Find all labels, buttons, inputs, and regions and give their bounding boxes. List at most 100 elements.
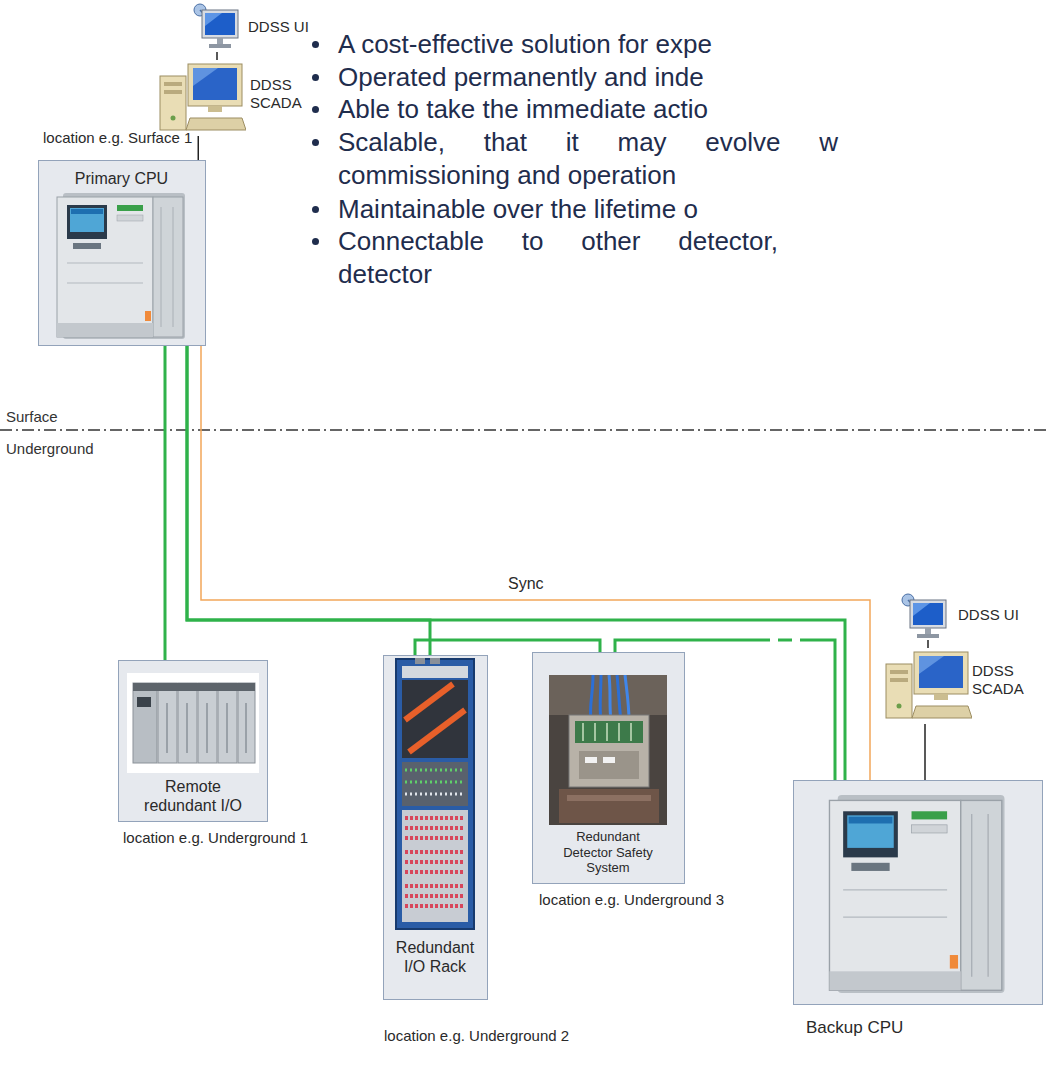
rack-picture-part [405,904,465,908]
safety-system-picture-part [590,675,593,721]
network-cable [924,724,926,780]
computer-icon-part [188,64,242,106]
safety-system-picture-part [575,721,643,743]
computer-icon-part [919,656,944,674]
plc-cpu-picture-part [851,863,889,871]
monitor-icon-part [209,44,231,48]
io-box: Remote redundant I/Olocation e.g. Underg… [118,660,268,822]
computer-icon-part [897,704,902,709]
plc-cpu-picture-part [950,955,958,969]
rack-picture-part [405,793,465,796]
monitor-icon-part [205,13,235,35]
rack-picture-part [405,894,465,898]
computer-icon [884,650,972,722]
location-label: location e.g. Surface 1 [43,129,192,147]
rack-picture-part [405,769,465,772]
remote-io-picture [127,673,259,773]
remote-io-picture-part [137,697,151,707]
monitor-icon [900,592,950,642]
computer-icon-part [193,68,237,100]
safety-system-picture-part [549,675,667,825]
node-title: Backup CPU [806,1018,903,1038]
node-title: Redundant Detector Safety System [551,829,665,876]
bullet-dot [312,74,319,81]
node-title: Remote redundant I/O [132,777,254,815]
computer-icon-part [890,670,908,674]
plc-cpu-picture [53,193,189,339]
safety-system-picture-part [603,757,615,763]
fieldbus-line [164,346,167,660]
cpu-box: Backup CPU [793,780,1043,1005]
bullet-dot [312,41,319,48]
plc-cpu-picture-part [57,323,153,337]
bullet-text: Able to take the immediate actio [338,93,708,126]
bullet-dot [312,206,319,213]
rack-picture-part [402,762,468,806]
ui-workstation: DDSS UI [900,592,1040,640]
rack-picture-part [402,680,468,758]
bullet-text: Scalable, that it may evolve w commissio… [338,126,838,192]
plc-cpu-picture-part [57,197,153,337]
zone-label: Underground [6,440,94,458]
bullet-dot [312,238,319,245]
plc-cpu-picture-part [67,263,143,264]
scada-computer: DDSS SCADA [884,648,1042,724]
remote-io-picture-part [226,703,228,753]
rack-box: Redundant I/O Racklocation e.g. Undergro… [383,655,488,1000]
plc-cpu-picture-part [173,207,174,327]
rack-picture-part [430,658,440,664]
network-cable [216,52,218,60]
bullet-text: Connectable to other detector, detector [338,225,778,291]
node-title: DDSS UI [248,18,314,36]
computer-icon-part [171,116,176,121]
rack-picture-part [402,810,468,922]
computer-icon-part [160,76,186,130]
safety-system-picture-part [549,675,667,715]
safety-system-picture-part [594,723,596,741]
plc-cpu-picture-part [843,811,898,857]
fieldbus-line [187,346,845,780]
rack-picture [395,658,475,930]
remote-io-picture-part [158,683,177,763]
surface-boundary-line [0,429,1050,431]
fieldbus-line [187,346,430,655]
rack-picture-part [409,710,465,752]
computer-icon-part [208,106,222,112]
safety-system-picture [549,675,667,825]
computer-icon-part [912,706,972,718]
plc-cpu-picture-part [153,197,183,337]
location-label: location e.g. Underground 2 [384,1027,569,1045]
plc-cpu-picture-part [987,814,988,977]
plc-cpu-picture-part [843,916,947,917]
dashed-line-gap [792,636,800,644]
safety-system-picture-part [625,675,629,721]
computer-icon-part [886,664,912,718]
safety-system-picture-part [609,675,611,721]
plc-cpu-picture-part [829,800,960,990]
remote-io-picture-part [127,673,259,773]
safety-system-picture-part [559,789,659,823]
plc-cpu-picture-part [971,814,972,977]
plc-cpu-picture-part [843,889,947,890]
plc-cpu-picture-part [73,243,101,249]
safety-system-picture-part [582,723,584,741]
location-label: location e.g. Underground 3 [539,891,724,909]
safety-system-box: Redundant Detector Safety Systemlocation… [532,652,685,884]
computer-icon-part [193,68,218,86]
monitor-icon-part [910,600,946,628]
zone-label: Surface [6,408,58,426]
node-title: DDSS UI [958,606,1024,624]
plc-cpu-picture [824,795,1010,993]
safety-system-picture-part [618,723,620,741]
remote-io-picture-part [198,683,217,763]
ui-workstation: DDSS UI [192,2,318,52]
computer-icon-part [164,90,182,94]
bullet-text: Operated permanently and inde [338,61,704,94]
location-label: location e.g. Underground 1 [123,829,308,847]
remote-io-picture-part [238,683,255,763]
bullet-text: Maintainable over the lifetime o [338,193,698,226]
computer-icon-part [164,82,182,86]
safety-system-picture-part [569,715,649,787]
